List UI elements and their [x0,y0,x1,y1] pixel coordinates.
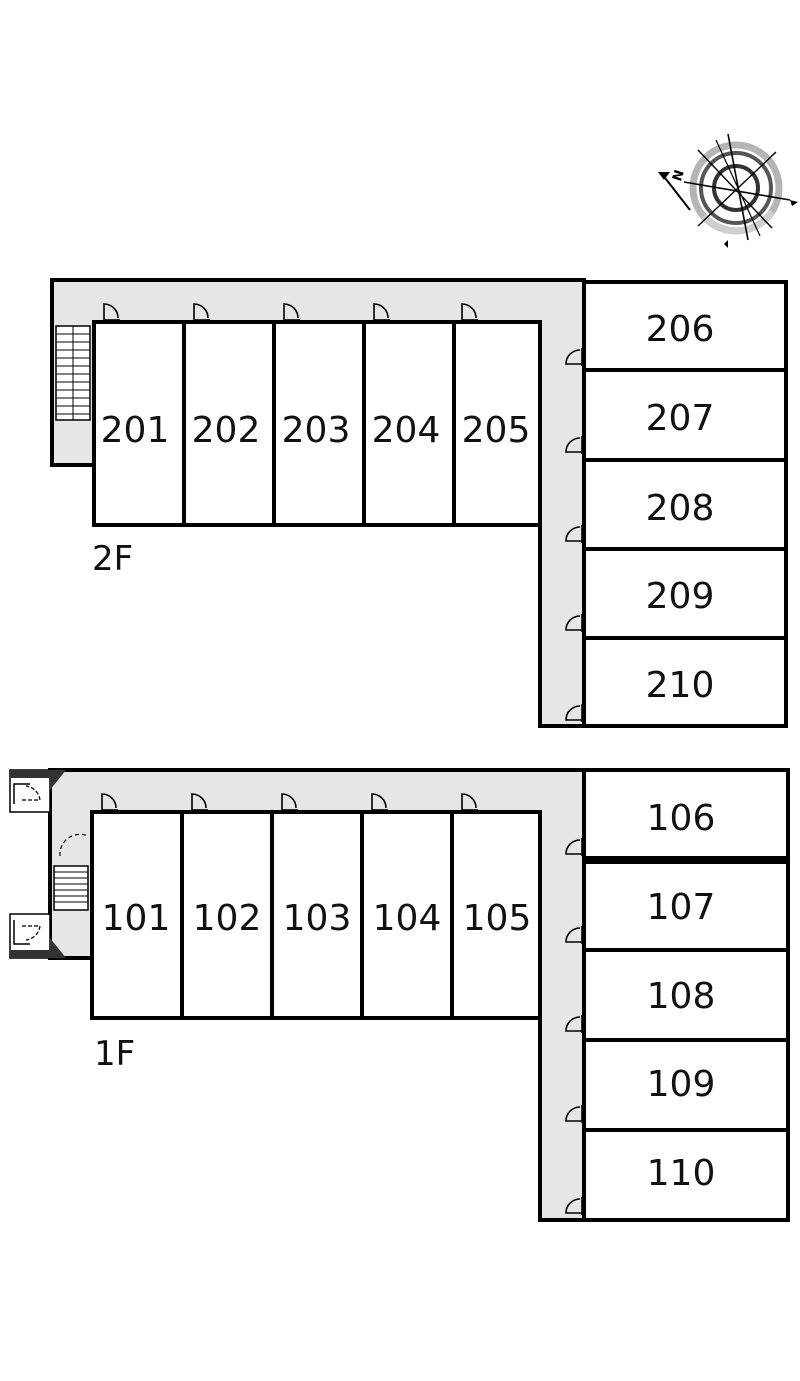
floor-2f: 201 202 203 204 205 206 207 208 209 210 … [50,278,788,728]
unit-208-label: 208 [646,488,715,529]
entrance-1f [9,769,66,959]
unit-202-label: 202 [192,410,261,451]
door-icon [565,348,583,722]
unit-206 [582,280,788,372]
floor-1f: 101 102 103 104 105 106 107 108 109 110 … [9,768,790,1222]
unit-205 [452,320,542,527]
unit-103-label: 103 [283,898,352,939]
compass-north-label: N [670,168,688,183]
unit-101-label: 101 [102,898,171,939]
unit-108 [582,948,790,1042]
unit-107 [582,860,790,952]
unit-109 [582,1038,790,1132]
unit-210 [582,636,788,728]
unit-203-label: 203 [282,410,351,451]
unit-106 [582,768,790,860]
unit-109-label: 109 [647,1064,716,1105]
unit-207 [582,368,788,462]
unit-106-label: 106 [647,798,716,839]
unit-102 [180,810,274,1020]
staircase-1f [53,833,89,911]
unit-102-label: 102 [193,898,262,939]
floor-label-1f: 1F [94,1034,135,1074]
door-icon [103,303,478,321]
unit-210-label: 210 [646,665,715,706]
door-icon [101,793,478,811]
unit-202 [182,320,276,527]
staircase-2f [55,325,91,421]
unit-104-label: 104 [373,898,442,939]
unit-201-label: 201 [101,410,170,451]
unit-110 [582,1128,790,1222]
unit-204 [362,320,456,527]
unit-209 [582,547,788,640]
unit-204-label: 204 [372,410,441,451]
unit-208 [582,458,788,551]
unit-108-label: 108 [647,976,716,1017]
unit-110-label: 110 [647,1153,716,1194]
unit-205-label: 205 [462,410,531,451]
unit-107-label: 107 [647,887,716,928]
unit-104 [360,810,454,1020]
unit-209-label: 209 [646,576,715,617]
unit-207-label: 207 [646,398,715,439]
door-icon [565,838,583,1215]
compass-icon: N [658,133,798,248]
unit-206-label: 206 [646,309,715,350]
unit-101 [90,810,184,1020]
floor-label-2f: 2F [92,539,133,579]
unit-105-label: 105 [463,898,532,939]
unit-203 [272,320,366,527]
unit-105 [450,810,542,1020]
